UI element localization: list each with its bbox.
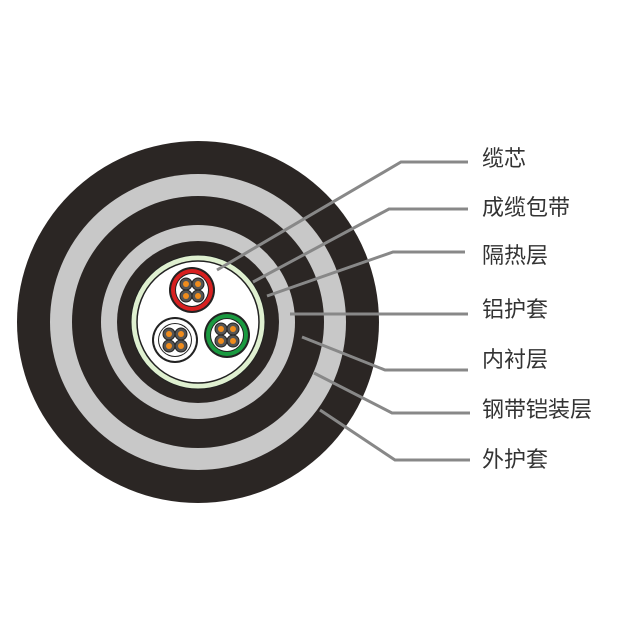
conductor	[166, 331, 172, 337]
leader-line-3	[266, 250, 465, 298]
label-steel-tape-armour: 钢带铠装层	[482, 398, 593, 423]
leader-line-2	[252, 207, 468, 284]
label-outer-sheath: 外护套	[482, 448, 549, 473]
conductor	[195, 293, 201, 299]
conductor	[183, 293, 189, 299]
leader-line-6	[313, 371, 470, 415]
conductor	[178, 343, 184, 349]
conductor	[166, 343, 172, 349]
conductor	[195, 281, 201, 287]
conductor	[230, 338, 236, 344]
cable-cores	[152, 267, 250, 363]
leader-line-1	[216, 160, 468, 272]
conductor	[218, 338, 224, 344]
leader-lines	[216, 160, 470, 462]
conductor	[178, 331, 184, 337]
conductor	[183, 281, 189, 287]
label-inner-lining: 内衬层	[482, 348, 549, 373]
leader-line-7	[319, 408, 470, 462]
conductor	[230, 326, 236, 332]
leader-line-5	[301, 335, 468, 372]
core-green	[204, 312, 250, 358]
conductor	[218, 326, 224, 332]
cable-rings	[17, 141, 379, 503]
label-heat-insulation: 隔热层	[482, 244, 549, 269]
label-aluminium-sheath: 铝护套	[482, 298, 549, 323]
core-red	[169, 267, 215, 313]
core-white	[152, 317, 198, 363]
label-cable-core: 缆芯	[482, 147, 527, 172]
label-cabling-tape: 成缆包带	[482, 196, 571, 221]
